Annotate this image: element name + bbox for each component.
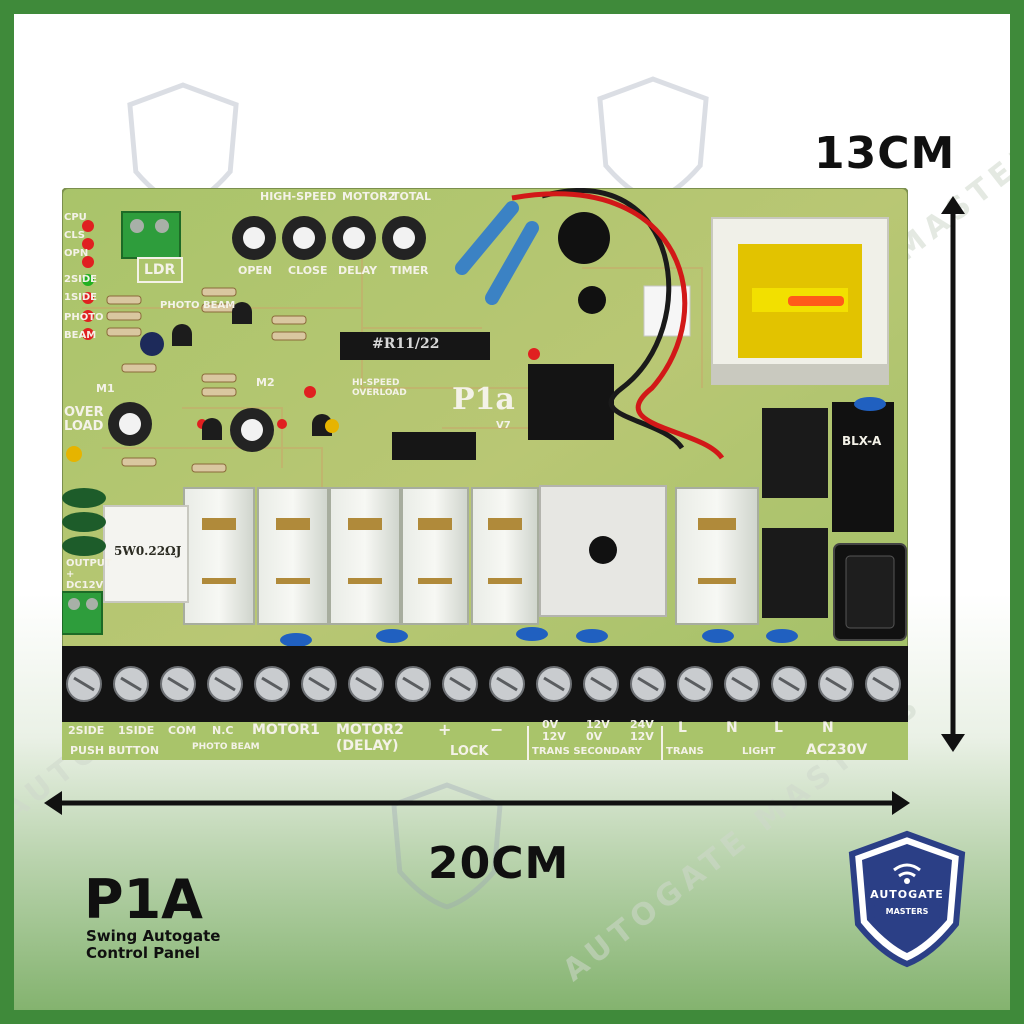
overload-label: OVER LOAD — [64, 405, 104, 434]
board-model: P1a — [452, 382, 515, 417]
ldr-label: LDR — [144, 262, 176, 278]
led-label-photo: PHOTO — [64, 312, 104, 323]
terminal-12v-a: 12V — [542, 730, 566, 743]
led-label-1side: 1SIDE — [64, 292, 98, 303]
terminal-nc: N.C — [212, 724, 234, 737]
terminal-0v: 0V — [542, 718, 559, 731]
terminal-0v-b: 0V — [586, 730, 603, 743]
terminal-1side: 1SIDE — [118, 724, 155, 737]
terminal-screw-slot — [214, 676, 236, 692]
terminal-screw-slot — [590, 676, 612, 692]
terminal-screw-slot — [731, 676, 753, 692]
brand-badge: AUTOGATE MASTERS — [846, 830, 968, 968]
group-motor1: MOTOR1 — [252, 722, 320, 738]
product-subtitle: Swing Autogate Control Panel — [86, 928, 220, 962]
terminal-l2: L — [774, 720, 783, 736]
product-subtitle-line2: Control Panel — [86, 944, 200, 962]
terminal-screw-slot — [825, 676, 847, 692]
resistor-label: 5W0.22ΩJ — [114, 544, 182, 558]
terminal-screw-slot — [167, 676, 189, 692]
terminal-n1: N — [726, 720, 738, 736]
control-board: HIGH-SPEED MOTOR2 TOTAL OPEN CLOSE DELAY… — [42, 187, 909, 761]
height-label: 13CM — [814, 128, 956, 179]
terminal-screw-slot — [872, 676, 894, 692]
terminal-screw-slot — [449, 676, 471, 692]
pot-label-close: CLOSE — [288, 264, 328, 277]
m2-label: M2 — [256, 376, 275, 389]
terminal-plus: + — [438, 720, 452, 739]
terminal-12v-c: 12V — [630, 730, 654, 743]
chip-label: #R11/22 — [372, 336, 440, 352]
terminal-24v: 24V — [630, 718, 654, 731]
terminal-com: COM — [168, 724, 197, 737]
width-label: 20CM — [428, 838, 570, 889]
led-label-cls: CLS — [64, 230, 85, 241]
terminal-screw-slot — [543, 676, 565, 692]
terminal-screw-slot — [778, 676, 800, 692]
pot-label-open: OPEN — [238, 264, 273, 277]
terminal-screw-slot — [308, 676, 330, 692]
terminal-12v-b: 12V — [586, 718, 610, 731]
terminal-screw-slot — [355, 676, 377, 692]
height-arrow — [941, 196, 965, 752]
board-graphic — [42, 187, 909, 761]
terminal-screw-slot — [120, 676, 142, 692]
terminal-screw-slot — [496, 676, 518, 692]
led-label-cpu: CPU — [64, 212, 87, 223]
group-photo-beam: PHOTO BEAM — [192, 742, 260, 752]
led-label-beam: BEAM — [64, 330, 97, 341]
terminal-n2: N — [822, 720, 834, 736]
terminal-screw-slot — [73, 676, 95, 692]
terminal-screw-slot — [261, 676, 283, 692]
terminal-minus: − — [490, 720, 504, 739]
group-push-button: PUSH BUTTON — [70, 744, 160, 757]
terminal-2side: 2SIDE — [68, 724, 105, 737]
terminal-screw-slot — [684, 676, 706, 692]
pot-label-delay: DELAY — [338, 264, 378, 277]
group-ac230v: AC230V — [806, 742, 868, 758]
width-arrow — [44, 791, 910, 815]
terminal-l1: L — [678, 720, 687, 736]
product-subtitle-line1: Swing Autogate — [86, 927, 221, 945]
group-trans-secondary: TRANS SECONDARY — [532, 746, 642, 757]
regulator-label: BLX-A — [842, 434, 882, 448]
label-motor2: MOTOR2 — [342, 190, 396, 203]
shield-icon — [848, 830, 966, 968]
led-label-opn: OPN — [64, 248, 89, 259]
m1-label: M1 — [96, 382, 115, 395]
brand-line1: AUTOGATE — [870, 888, 944, 901]
group-trans: TRANS — [666, 746, 704, 757]
hi-speed-overload-label: HI-SPEED OVERLOAD — [352, 378, 407, 398]
watermark-logo — [594, 74, 712, 206]
label-total: TOTAL — [392, 190, 432, 203]
terminal-screw-slot — [637, 676, 659, 692]
group-motor2: MOTOR2 (DELAY) — [336, 722, 404, 754]
led-label-2side: 2SIDE — [64, 274, 98, 285]
board-version: V7 — [496, 420, 511, 431]
product-title: P1A — [84, 868, 203, 931]
output-label: OUTPUT + DC12V — [66, 558, 112, 591]
pot-label-timer: TIMER — [390, 264, 429, 277]
terminal-screw-slot — [402, 676, 424, 692]
photo-beam-label: PHOTO BEAM — [160, 300, 236, 311]
group-light: LIGHT — [742, 746, 776, 757]
watermark-logo — [388, 780, 506, 912]
brand-line2: MASTERS — [874, 905, 940, 918]
group-lock: LOCK — [450, 744, 489, 759]
label-high-speed: HIGH-SPEED — [260, 190, 337, 203]
